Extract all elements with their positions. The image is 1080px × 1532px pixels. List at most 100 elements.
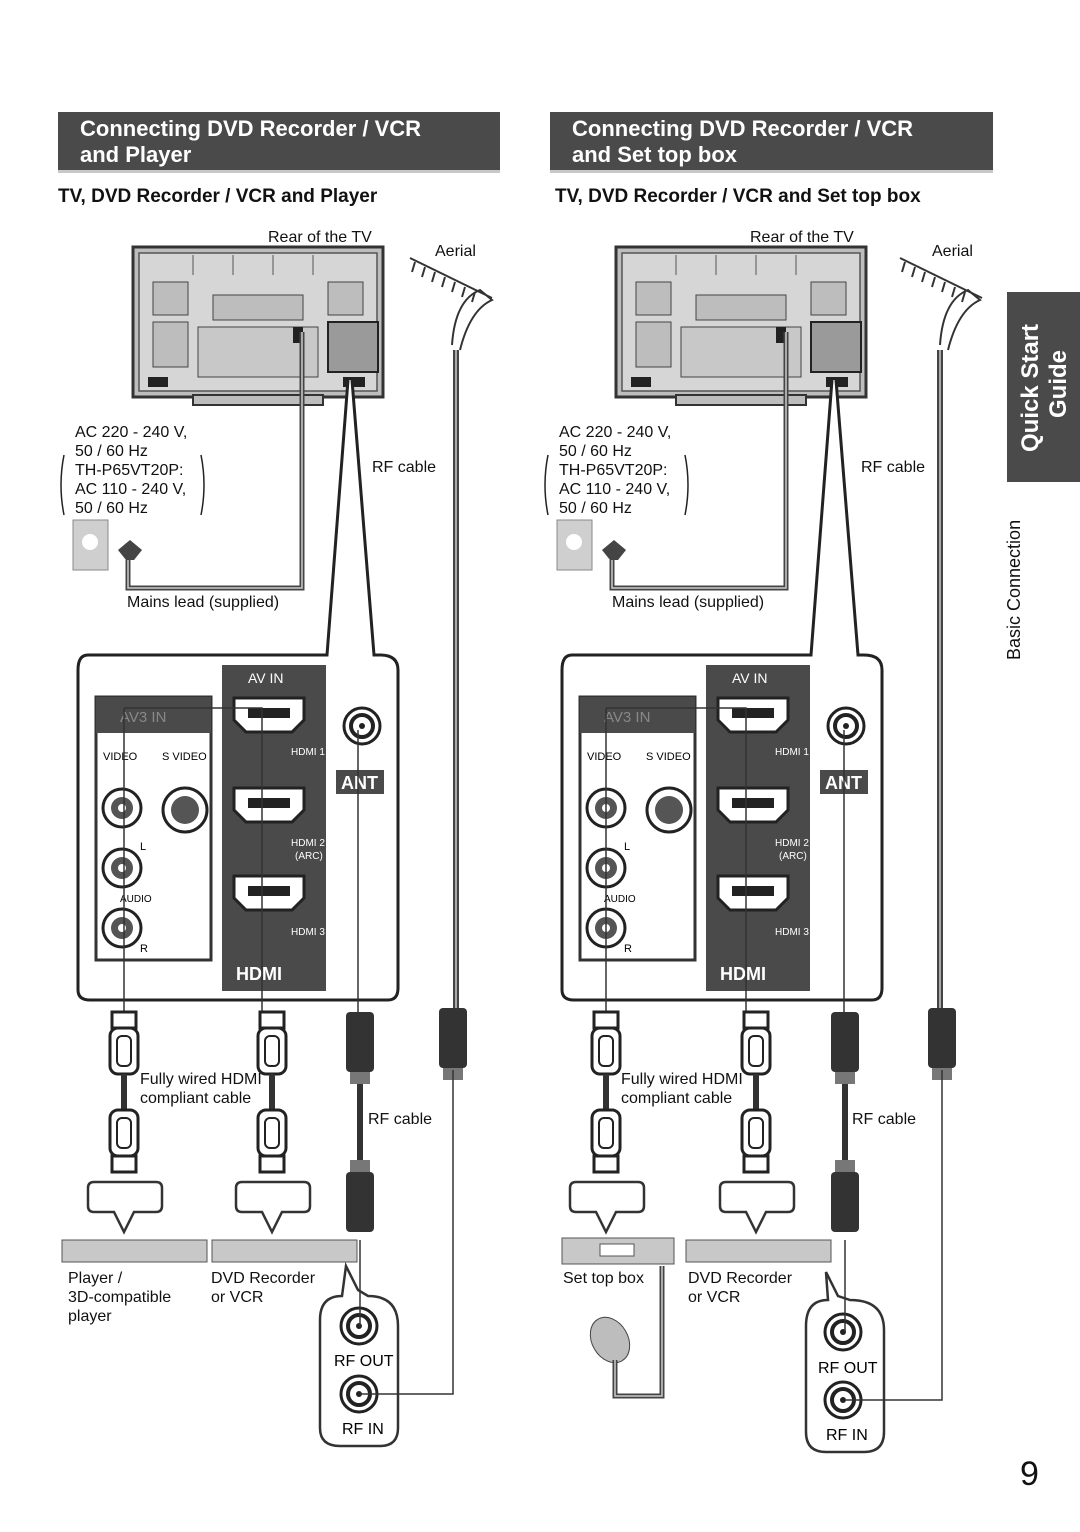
s-video-jack-icon [161, 786, 209, 834]
hdmi1-label: HDMI 1 [291, 747, 325, 758]
left-connection-diagram: AV3 IN VIDEO S VIDEO L AUDIO R AV IN HDM… [60, 245, 494, 1448]
s-video-label: S VIDEO [646, 751, 691, 763]
wall-socket-icon [72, 519, 142, 571]
quick-start-tab: Quick Start Guide [1007, 292, 1080, 482]
right-device2-line1: DVD Recorder [688, 1270, 793, 1287]
hdmi-plug-icon [740, 1108, 772, 1174]
right-subheading: TV, DVD Recorder / VCR and Set top box [555, 186, 921, 207]
rf-plug-icon [928, 1008, 956, 1080]
left-section-banner: Connecting DVD Recorder / VCR and Player [58, 112, 500, 173]
right-ac-line5: 50 / 60 Hz [559, 500, 632, 517]
right-ac-line3: TH-P65VT20P: [559, 462, 668, 479]
l-label: L [624, 841, 630, 853]
left-ac-line1: AC 220 - 240 V, [75, 424, 188, 441]
rf-out-label: RF OUT [818, 1360, 878, 1377]
left-aerial-label: Aerial [435, 243, 476, 260]
left-ac-line2: 50 / 60 Hz [75, 443, 148, 460]
right-rf-cable-bottom: RF cable [852, 1111, 917, 1128]
aerial-icon [899, 257, 983, 351]
rf-out-jack-icon [823, 1312, 863, 1352]
basic-connection-label: Basic Connection [1004, 519, 1024, 660]
tv-rear-icon [614, 245, 868, 407]
left-ac-line3: TH-P65VT20P: [75, 462, 184, 479]
right-section-banner: Connecting DVD Recorder / VCR and Set to… [550, 112, 993, 173]
av3-in-label: AV3 IN [120, 709, 166, 726]
rf-in-label: RF IN [342, 1421, 384, 1438]
l-label: L [140, 841, 146, 853]
ant-jack-icon [826, 706, 866, 746]
left-device1-line1: Player / [68, 1270, 123, 1287]
hdmi3-label: HDMI 3 [775, 927, 809, 938]
hdmi-plug-icon [590, 1010, 622, 1076]
left-rf-cable-top: RF cable [372, 459, 437, 476]
left-device2-line1: DVD Recorder [211, 1270, 316, 1287]
right-rear-label: Rear of the TV [750, 229, 854, 246]
right-hdmi-cable-line2: compliant cable [621, 1090, 733, 1107]
r-label: R [624, 943, 632, 955]
left-ac-line4: AC 110 - 240 V, [75, 481, 187, 498]
video-label: VIDEO [587, 751, 622, 763]
quick-start-tab-line1: Quick Start [1017, 323, 1044, 452]
av-in-label: AV IN [732, 670, 768, 686]
ant-label: ANT [341, 773, 378, 793]
page-number: 9 [1020, 1455, 1039, 1493]
right-hdmi-cable-line1: Fully wired HDMI [621, 1071, 743, 1088]
right-ac-line1: AC 220 - 240 V, [559, 424, 672, 441]
hdmi2-label: HDMI 2 [775, 838, 809, 849]
av3-in-label: AV3 IN [604, 709, 650, 726]
right-banner-line2: and Set top box [572, 142, 737, 167]
right-aerial-label: Aerial [932, 243, 973, 260]
hdmi-logo: HDMI [720, 964, 766, 984]
left-device2-line2: or VCR [211, 1289, 264, 1306]
audio-label: AUDIO [604, 894, 636, 905]
s-video-label: S VIDEO [162, 751, 207, 763]
left-banner-line1: Connecting DVD Recorder / VCR [80, 116, 422, 141]
right-ac-line2: 50 / 60 Hz [559, 443, 632, 460]
left-hdmi-cable-line2: compliant cable [140, 1090, 252, 1107]
rf-in-label: RF IN [826, 1427, 868, 1444]
wall-socket-icon [556, 519, 626, 571]
audio-label: AUDIO [120, 894, 152, 905]
s-video-jack-icon [645, 786, 693, 834]
right-device2-line2: or VCR [688, 1289, 741, 1306]
dvd-recorder-icon [685, 1239, 832, 1263]
arc-label: (ARC) [779, 851, 807, 862]
r-label: R [140, 943, 148, 955]
right-device1-line1: Set top box [563, 1270, 644, 1287]
arc-label: (ARC) [295, 851, 323, 862]
right-rf-cable-top: RF cable [861, 459, 926, 476]
dvd-recorder-icon [211, 1239, 358, 1263]
left-device1-line3: player [68, 1308, 112, 1325]
hdmi-logo: HDMI [236, 964, 282, 984]
left-hdmi-cable-line1: Fully wired HDMI [140, 1071, 262, 1088]
video-label: VIDEO [103, 751, 138, 763]
right-mains-lead: Mains lead (supplied) [612, 594, 765, 611]
left-mains-lead: Mains lead (supplied) [127, 594, 280, 611]
hdmi2-label: HDMI 2 [291, 838, 325, 849]
hdmi1-port-icon [716, 696, 790, 734]
right-connection-diagram: AV3 IN VIDEO S VIDEO L AUDIO R AV IN HDM… [544, 245, 983, 1454]
left-rf-cable-bottom: RF cable [368, 1111, 433, 1128]
right-ac-line4: AC 110 - 240 V, [559, 481, 671, 498]
hdmi2-port-icon [716, 786, 790, 824]
hdmi1-label: HDMI 1 [775, 747, 809, 758]
hdmi-plug-icon [590, 1108, 622, 1174]
left-device1-line2: 3D-compatible [68, 1289, 172, 1306]
satellite-dish-icon [589, 1316, 631, 1364]
left-subheading: TV, DVD Recorder / VCR and Player [58, 186, 378, 207]
hdmi3-port-icon [716, 874, 790, 912]
hdmi3-label: HDMI 3 [291, 927, 325, 938]
rf-plug-icon [831, 1160, 859, 1232]
blu-ray-player-icon [61, 1239, 208, 1263]
left-banner-line2: and Player [80, 142, 192, 167]
right-banner-line1: Connecting DVD Recorder / VCR [572, 116, 914, 141]
av-in-label: AV IN [248, 670, 284, 686]
left-ac-line5: 50 / 60 Hz [75, 500, 148, 517]
rf-plug-icon [831, 1012, 859, 1084]
set-top-box-icon [561, 1237, 675, 1265]
hdmi-plug-icon [740, 1010, 772, 1076]
rf-out-label: RF OUT [334, 1353, 394, 1370]
quick-start-tab-line2: Guide [1045, 349, 1072, 418]
left-rear-label: Rear of the TV [268, 229, 372, 246]
aerial-icon [409, 257, 494, 351]
